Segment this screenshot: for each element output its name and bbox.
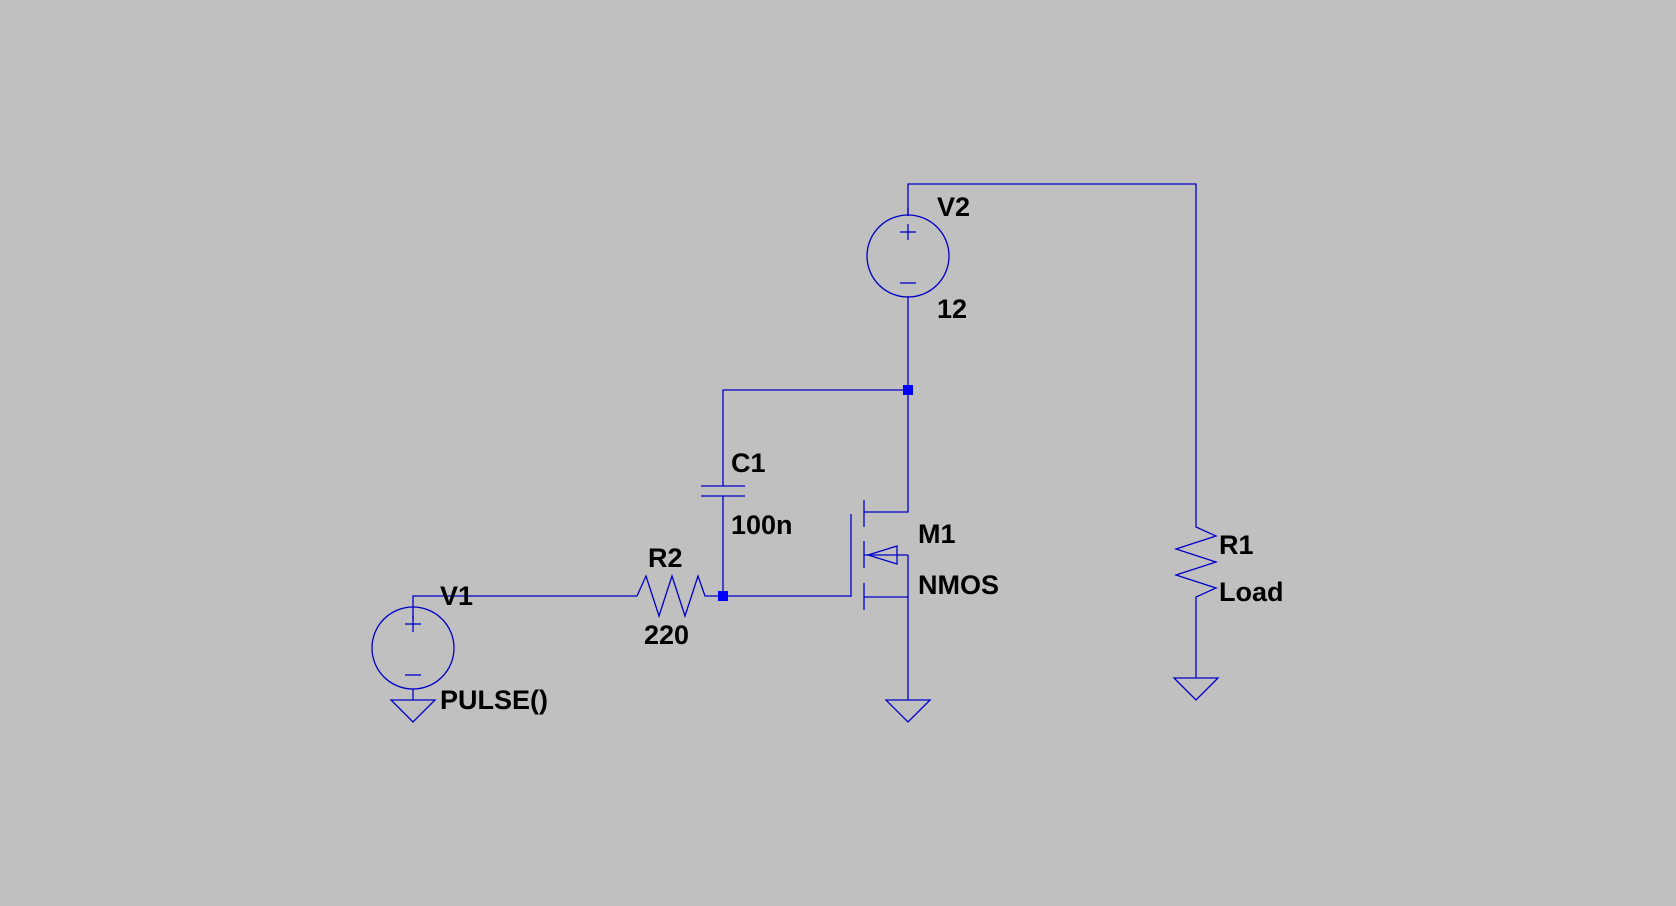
r2-resistor[interactable]: [630, 573, 710, 619]
r1-value-label: Load: [1219, 577, 1284, 607]
v1-voltage-source[interactable]: [371, 606, 455, 700]
wire-node-to-c1[interactable]: [722, 389, 908, 486]
r2-name-label: R2: [648, 543, 683, 573]
v1-value-label: PULSE(): [440, 685, 548, 715]
r2-value-label: 220: [644, 620, 689, 650]
v2-name-label: V2: [937, 192, 970, 222]
c1-value-label: 100n: [731, 510, 793, 540]
v1-name-label: V1: [440, 581, 473, 611]
ground-m1: [884, 699, 932, 723]
wire-v2-top-to-r1[interactable]: [907, 183, 1197, 522]
wire-node-to-drain[interactable]: [870, 390, 909, 513]
ground-v1: [389, 699, 437, 723]
r1-name-label: R1: [1219, 530, 1254, 560]
m1-nmos-transistor[interactable]: [850, 500, 909, 610]
v2-value-label: 12: [937, 294, 967, 324]
r1-resistor[interactable]: [1173, 522, 1219, 608]
ground-r1: [1172, 677, 1220, 701]
junction-gate-node: [718, 591, 728, 601]
wire-source-to-ground[interactable]: [870, 596, 909, 700]
v2-voltage-source[interactable]: [866, 208, 950, 298]
c1-capacitor[interactable]: [701, 485, 745, 497]
wires: [412, 183, 1197, 700]
junction-drain-node: [903, 385, 913, 395]
m1-value-label: NMOS: [918, 570, 999, 600]
m1-name-label: M1: [918, 519, 956, 549]
wire-v1-to-r2[interactable]: [412, 595, 630, 620]
c1-name-label: C1: [731, 448, 766, 478]
